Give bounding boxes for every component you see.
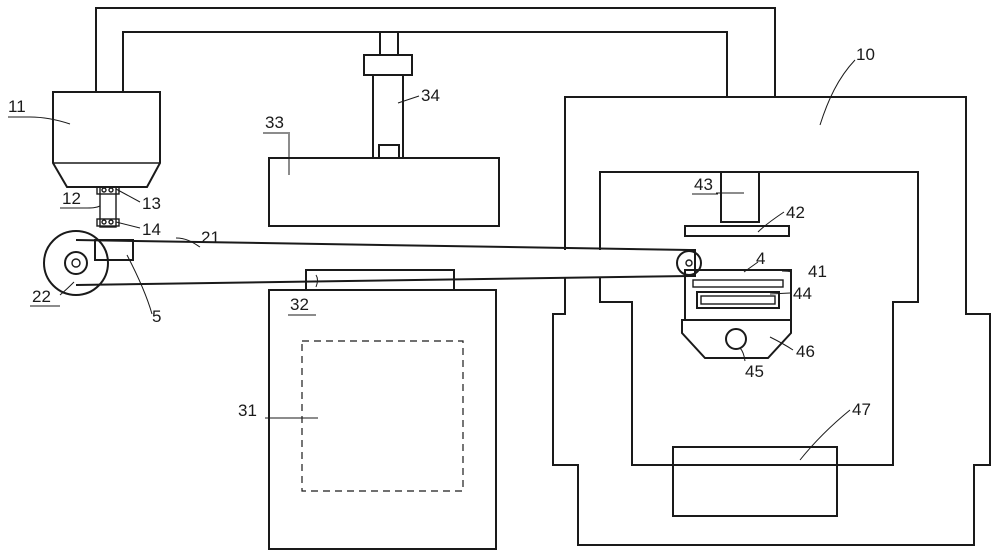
label-4: 4 <box>756 249 765 268</box>
label-21: 21 <box>201 228 220 247</box>
reference-labels: 10 11 12 13 14 21 22 5 33 34 32 31 43 42… <box>8 45 875 420</box>
leader-lines <box>30 60 855 460</box>
block-47 <box>673 447 837 516</box>
hopper-11 <box>53 92 160 187</box>
label-44: 44 <box>793 284 812 303</box>
label-45: 45 <box>745 362 764 381</box>
label-43: 43 <box>694 175 713 194</box>
label-13: 13 <box>142 194 161 213</box>
press-assembly <box>269 32 499 226</box>
label-10: 10 <box>856 45 875 64</box>
label-32: 32 <box>290 295 309 314</box>
label-34: 34 <box>421 86 440 105</box>
label-11: 11 <box>8 97 26 116</box>
label-31: 31 <box>238 401 257 420</box>
connecting-frame <box>96 8 775 97</box>
label-5: 5 <box>152 307 161 326</box>
label-22: 22 <box>32 287 51 306</box>
label-46: 46 <box>796 342 815 361</box>
label-14: 14 <box>142 220 161 239</box>
cradle-4 <box>682 270 791 358</box>
end-roller <box>677 251 701 275</box>
conveyor-belt-21 <box>76 240 695 285</box>
label-41: 41 <box>808 262 827 281</box>
label-47: 47 <box>852 400 871 419</box>
label-12: 12 <box>62 189 81 208</box>
label-42: 42 <box>786 203 805 222</box>
valve-assembly <box>97 187 119 227</box>
label-33: 33 <box>265 113 284 132</box>
